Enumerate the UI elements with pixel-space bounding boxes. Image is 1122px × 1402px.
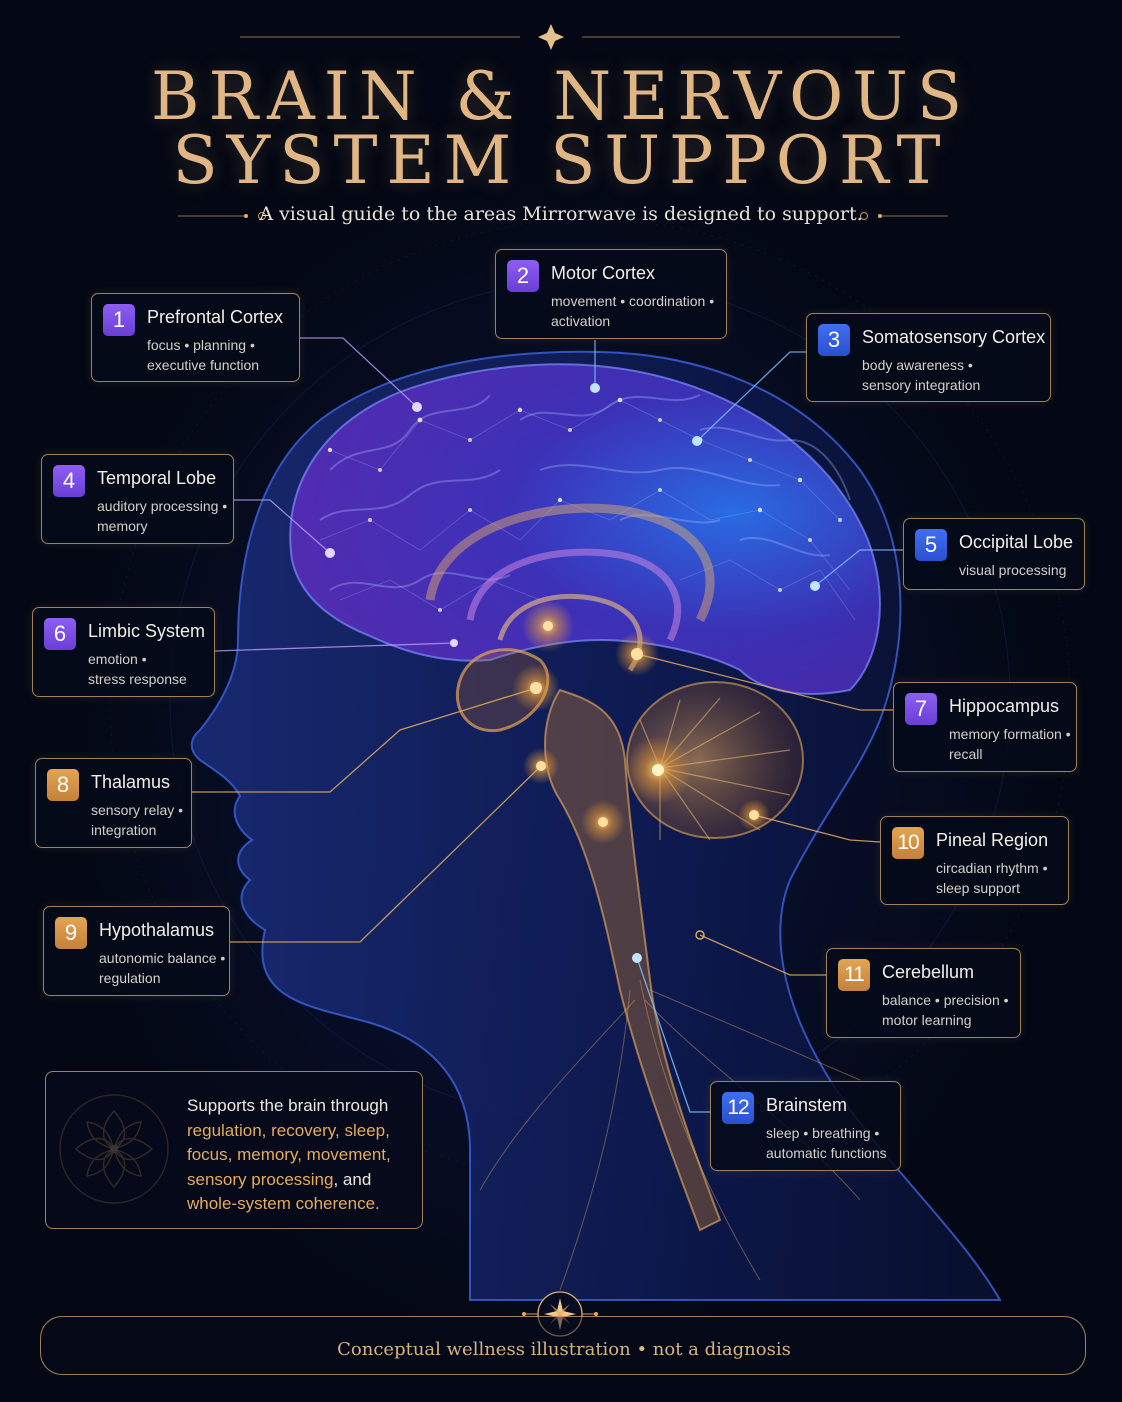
region-desc: auditory processing •memory <box>97 498 228 534</box>
badge-7: 7 <box>905 693 937 725</box>
region-name: Motor Cortex <box>551 263 656 283</box>
card-limbic-system: 6 Limbic System emotion •stress response <box>32 607 215 697</box>
badge-3: 3 <box>818 324 850 356</box>
badge-10: 10 <box>892 827 924 859</box>
cortex <box>289 363 881 695</box>
region-desc: circadian rhythm •sleep support <box>936 860 1048 896</box>
card-somatosensory-cortex: 3 Somatosensory Cortex body awareness •s… <box>806 313 1051 402</box>
region-desc: focus • planning •executive function <box>147 337 260 373</box>
summary-text: Supports the brain through regulation, r… <box>187 1096 391 1213</box>
badge-8: 8 <box>47 769 79 801</box>
region-name: Hippocampus <box>949 696 1060 716</box>
badge-11: 11 <box>838 959 870 991</box>
subtitle-ornament-right <box>860 212 948 220</box>
region-name: Cerebellum <box>882 962 975 982</box>
summary-panel: Supports the brain through regulation, r… <box>45 1071 423 1229</box>
footer-banner: Conceptual wellness illustration • not a… <box>40 1316 1086 1375</box>
region-name: Prefrontal Cortex <box>147 307 284 327</box>
connector-lines <box>192 337 903 1113</box>
card-prefrontal-cortex: 1 Prefrontal Cortex focus • planning •ex… <box>91 293 300 382</box>
region-desc: visual processing <box>959 562 1067 578</box>
card-hypothalamus: 9 Hypothalamus autonomic balance •regula… <box>43 906 230 996</box>
region-desc: balance • precision •motor learning <box>882 992 1009 1028</box>
badge-9: 9 <box>55 917 87 949</box>
card-hippocampus: 7 Hippocampus memory formation •recall <box>893 682 1077 772</box>
region-name: Pineal Region <box>936 830 1049 850</box>
badge-1: 1 <box>103 304 135 336</box>
region-desc: memory formation •recall <box>949 726 1071 762</box>
region-desc: body awareness •sensory integration <box>862 357 981 393</box>
region-desc: movement • coordination •activation <box>551 293 715 329</box>
region-desc: autonomic balance •regulation <box>99 950 226 986</box>
region-name: Occipital Lobe <box>959 532 1074 552</box>
region-name: Brainstem <box>766 1095 848 1115</box>
card-thalamus: 8 Thalamus sensory relay •integration <box>35 758 192 848</box>
cortex-folds <box>319 394 851 591</box>
region-name: Temporal Lobe <box>97 468 217 488</box>
card-temporal-lobe: 4 Temporal Lobe auditory processing •mem… <box>41 454 234 544</box>
subtitle: A visual guide to the areas Mirrorwave i… <box>259 203 863 225</box>
network-nodes <box>327 397 842 612</box>
region-desc: sensory relay •integration <box>91 802 184 838</box>
title-line-1: BRAIN & NERVOUS <box>150 58 972 135</box>
badge-12: 12 <box>722 1092 754 1124</box>
card-occipital-lobe: 5 Occipital Lobe visual processing <box>903 518 1085 590</box>
title-line-2: SYSTEM SUPPORT <box>172 122 950 199</box>
footer-disclaimer: Conceptual wellness illustration • not a… <box>337 1339 791 1360</box>
region-name: Hypothalamus <box>99 920 215 940</box>
region-name: Limbic System <box>88 621 206 641</box>
region-name: Thalamus <box>91 772 171 792</box>
subtitle-ornament-left <box>178 212 266 220</box>
card-cerebellum: 11 Cerebellum balance • precision •motor… <box>826 948 1021 1038</box>
region-desc: emotion •stress response <box>88 651 187 687</box>
connector-dots <box>325 383 820 963</box>
card-pineal-region: 10 Pineal Region circadian rhythm •sleep… <box>880 816 1069 905</box>
badge-2: 2 <box>507 260 539 292</box>
badge-6: 6 <box>44 618 76 650</box>
badge-5: 5 <box>915 529 947 561</box>
title-ornament <box>240 24 900 50</box>
region-desc: sleep • breathing •automatic functions <box>766 1125 887 1161</box>
region-name: Somatosensory Cortex <box>862 327 1046 347</box>
card-motor-cortex: 2 Motor Cortex movement • coordination •… <box>495 249 727 339</box>
badge-4: 4 <box>53 465 85 497</box>
card-brainstem: 12 Brainstem sleep • breathing •automati… <box>710 1081 901 1171</box>
